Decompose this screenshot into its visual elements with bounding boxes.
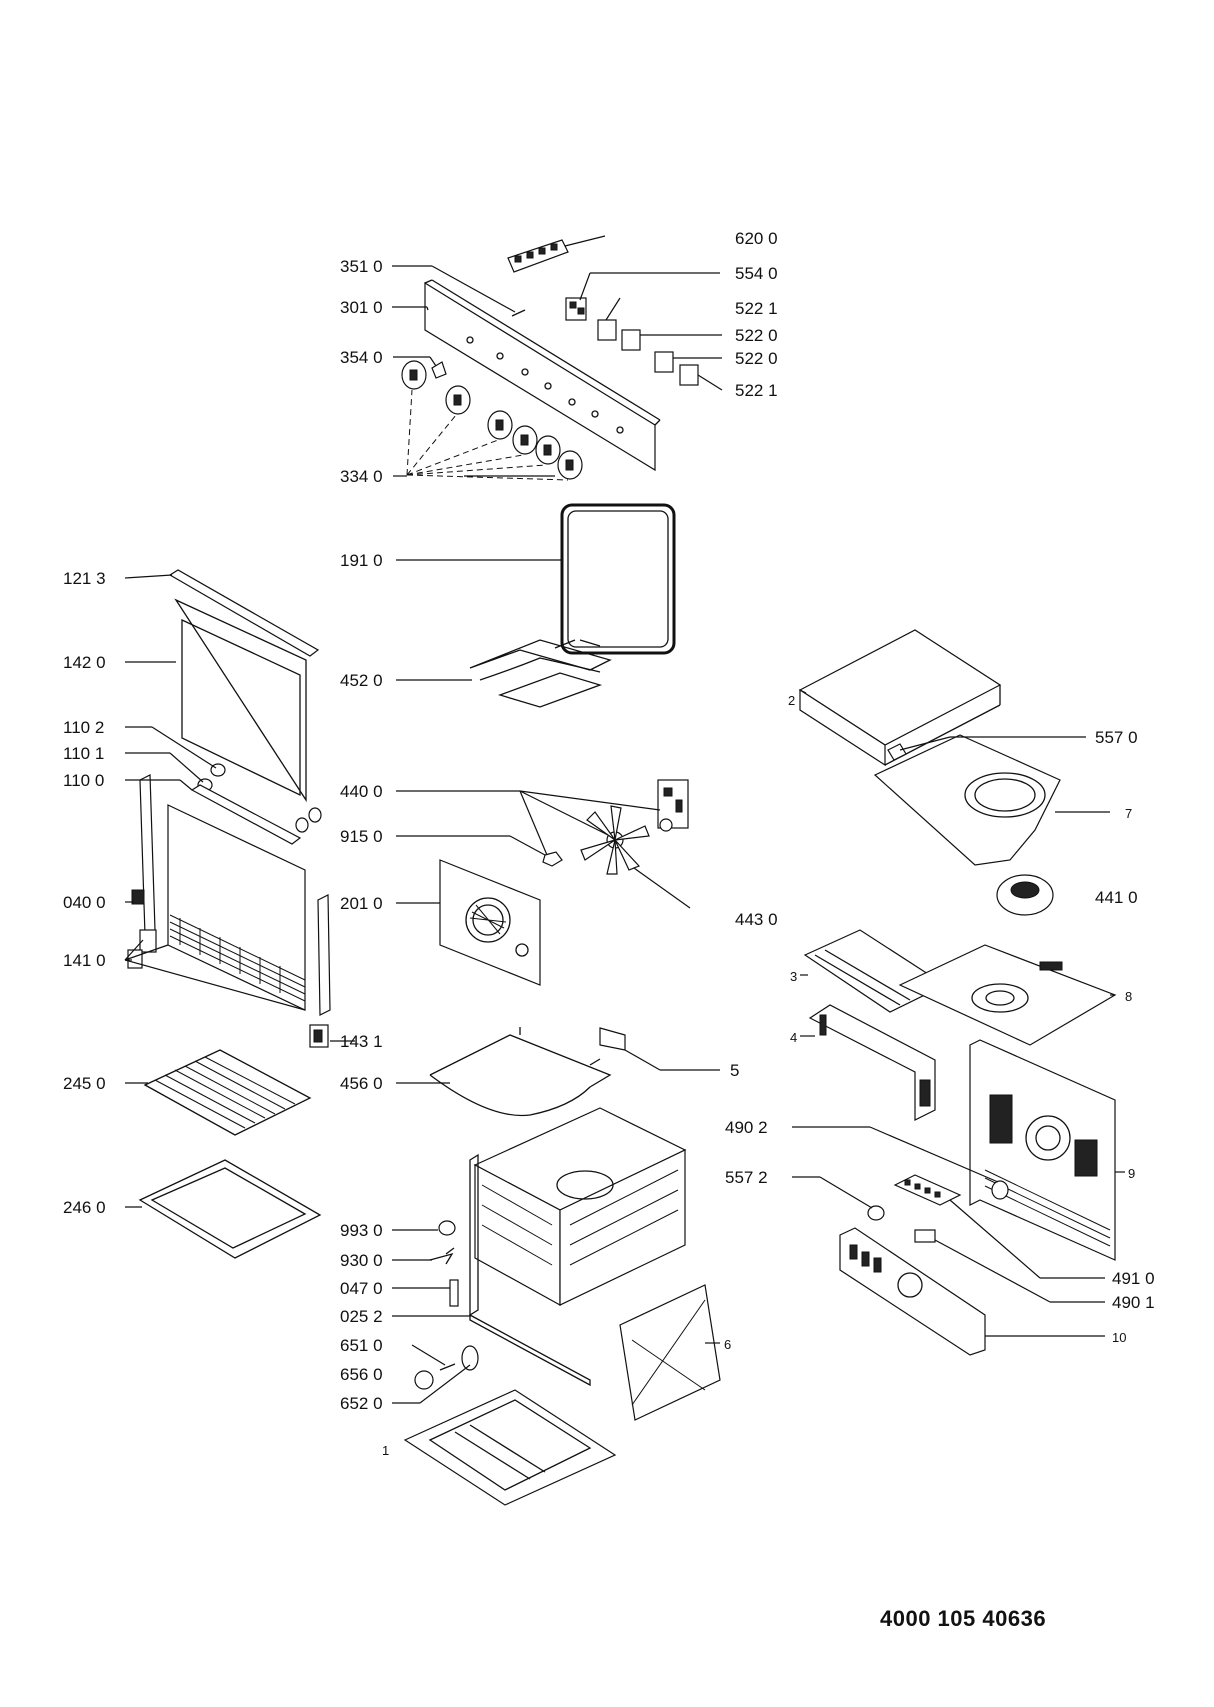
door-group [127, 569, 331, 1048]
label-554-0: 554 0 [735, 264, 778, 283]
label-9: 9 [1128, 1166, 1135, 1181]
label-110-2: 110 2 [63, 718, 104, 737]
label-245-0: 245 0 [63, 1074, 106, 1093]
clip-557-0 [887, 743, 907, 761]
bottom-cover [403, 1389, 617, 1506]
label-351-0: 351 0 [340, 257, 383, 276]
side-panel [619, 1284, 721, 1421]
label-047-0: 047 0 [340, 1279, 383, 1298]
element-bracket [599, 1027, 626, 1051]
side-bracket [808, 1004, 936, 1121]
label-6: 6 [724, 1337, 731, 1352]
label-656-0: 656 0 [340, 1365, 383, 1384]
label-1: 1 [382, 1443, 389, 1458]
label-201-0: 201 0 [340, 894, 383, 913]
label-025-2: 025 2 [340, 1307, 383, 1326]
label-557-2: 557 2 [725, 1168, 768, 1187]
part-047 [449, 1279, 459, 1307]
cooling-fan [996, 874, 1054, 916]
door-vent-hatch [169, 914, 306, 1002]
door-top-trim [168, 569, 320, 657]
label-522-1b: 522 1 [735, 381, 778, 400]
deflector-plate [898, 944, 1117, 1046]
label-443-0: 443 0 [735, 910, 778, 929]
rear-fan-cover [439, 859, 541, 986]
label-191-0: 191 0 [340, 551, 383, 570]
label-993-0: 993 0 [340, 1221, 383, 1240]
label-522-0b: 522 0 [735, 349, 778, 368]
label-620-0: 620 0 [735, 229, 778, 248]
label-930-0: 930 0 [340, 1251, 383, 1270]
air-duct [803, 929, 947, 1013]
label-456-0: 456 0 [340, 1074, 383, 1093]
label-522-1a: 522 1 [735, 299, 778, 318]
label-354-0: 354 0 [340, 348, 383, 367]
oven-cavity [469, 1107, 687, 1387]
switch-522-0b [654, 351, 674, 373]
lower-element [429, 1027, 612, 1117]
switch-522-1b [679, 364, 699, 386]
lamp-assembly [414, 1345, 479, 1390]
label-10: 10 [1112, 1330, 1126, 1345]
door-hinge-left [139, 774, 156, 936]
label-301-0: 301 0 [340, 298, 383, 317]
door-seal-inner [567, 510, 669, 648]
rear-panel [969, 1039, 1116, 1261]
mains-terminal [893, 1174, 962, 1206]
label-121-3: 121 3 [63, 569, 106, 588]
fan-nut [542, 851, 563, 867]
label-522-0a: 522 0 [735, 326, 778, 345]
door-seal [560, 503, 676, 655]
fan-motor [657, 779, 689, 832]
label-3: 3 [790, 969, 797, 984]
door-hinge-right [317, 894, 331, 1016]
indicator-lamp [431, 361, 447, 379]
label-7: 7 [1125, 806, 1132, 821]
control-panel-group [401, 235, 699, 481]
label-246-0: 246 0 [63, 1198, 106, 1217]
label-110-1: 110 1 [63, 744, 104, 763]
label-142-0: 142 0 [63, 653, 106, 672]
label-491-0: 491 0 [1112, 1269, 1155, 1288]
label-4: 4 [790, 1030, 797, 1045]
label-452-0: 452 0 [340, 671, 383, 690]
label-490-2: 490 2 [725, 1118, 768, 1137]
switch-522-1a [597, 319, 617, 341]
label-652-0: 652 0 [340, 1394, 383, 1413]
fan-blade [580, 805, 650, 875]
baking-tray [138, 1159, 322, 1259]
label-5: 5 [730, 1061, 739, 1080]
control-panel [424, 281, 656, 472]
label-334-0: 334 0 [340, 467, 383, 486]
leader-lines [124, 265, 1125, 1404]
part-557-2 [867, 1205, 885, 1221]
part-490-2 [991, 1180, 1009, 1200]
grill-element [469, 639, 612, 708]
label-440-0: 440 0 [340, 782, 383, 801]
label-2: 2 [788, 693, 795, 708]
inner-glass [181, 618, 301, 797]
label-040-0: 040 0 [63, 893, 106, 912]
document-number: 4000 105 40636 [880, 1606, 1047, 1631]
part-930 [429, 1247, 455, 1265]
label-915-0: 915 0 [340, 827, 383, 846]
part-labels: 620 0 351 0 554 0 301 0 522 1 522 0 354 … [63, 229, 1155, 1458]
label-143-1: 143 1 [340, 1032, 383, 1051]
label-8: 8 [1125, 989, 1132, 1004]
control-knobs [401, 360, 583, 480]
part-490-1 [914, 1229, 936, 1243]
label-110-0: 110 0 [63, 771, 104, 790]
label-557-0: 557 0 [1095, 728, 1138, 747]
wire-rack [143, 1049, 312, 1136]
fan-housing [873, 734, 1061, 866]
label-490-1: 490 1 [1112, 1293, 1155, 1312]
lower-back-panel [839, 1227, 986, 1356]
label-441-0: 441 0 [1095, 888, 1138, 907]
switch-522-0a [621, 329, 641, 351]
label-651-0: 651 0 [340, 1336, 383, 1355]
label-141-0: 141 0 [63, 951, 106, 970]
part-993 [438, 1220, 456, 1236]
